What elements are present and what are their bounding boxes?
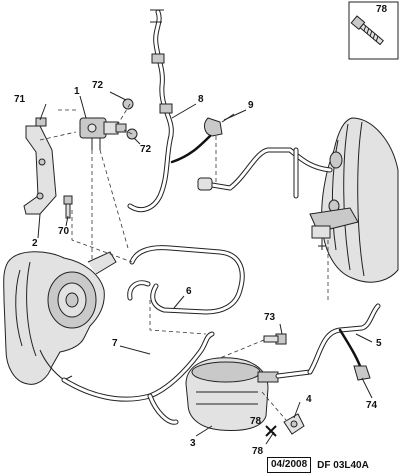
- pipe-5: [307, 303, 381, 375]
- callout-73: 73: [264, 312, 276, 323]
- callout-72-upper: 72: [92, 80, 104, 91]
- bolt-icon: [350, 15, 384, 46]
- callout-74: 74: [366, 400, 378, 411]
- callout-6: 6: [186, 286, 192, 297]
- clamp-9: [170, 113, 235, 164]
- inset-bolt-78: 78: [348, 1, 399, 60]
- booster-vacuum-pipe: [197, 147, 333, 199]
- nut-72-upper: [122, 98, 134, 110]
- cross-marker: [265, 425, 277, 437]
- callout-78-cross: 78: [250, 416, 262, 427]
- callout-5: 5: [376, 338, 382, 349]
- callout-78-lower: 78: [252, 446, 264, 457]
- callout-9: 9: [248, 100, 254, 111]
- callout-4: 4: [306, 394, 312, 405]
- bolt-73: [263, 333, 287, 345]
- callout-7: 7: [112, 338, 118, 349]
- inset-label: 78: [376, 4, 388, 15]
- callout-2: 2: [32, 238, 38, 249]
- brake-booster: [309, 117, 399, 283]
- bolt-71: [35, 117, 47, 127]
- clip-74: [353, 365, 371, 381]
- bracket-4: [283, 413, 305, 435]
- callout-8: 8: [198, 94, 204, 105]
- reference-code: DF 03L40A: [317, 459, 369, 471]
- callout-70: 70: [58, 226, 70, 237]
- solenoid-valve-1: [79, 117, 127, 150]
- hose-8: [127, 9, 174, 213]
- turbocharger: [3, 251, 117, 385]
- callout-3: 3: [190, 438, 196, 449]
- pipe-7: [61, 331, 215, 425]
- callouts: 1 2 3 4 5 6 7 8 9 70 71 72 72 73 74 78 7…: [14, 80, 382, 457]
- bracket-2: [23, 125, 57, 215]
- reference-footer: 04/2008 DF 03L40A: [267, 457, 369, 473]
- vacuum-reservoir-3: [185, 357, 313, 431]
- callout-72-lower: 72: [140, 144, 152, 155]
- alignment-lines: [39, 103, 329, 421]
- date-label: 04/2008: [267, 457, 312, 473]
- leader-lines: [37, 91, 373, 445]
- bolt-70: [63, 195, 73, 219]
- pipe-6: [127, 245, 245, 315]
- callout-71: 71: [14, 94, 26, 105]
- callout-1: 1: [74, 86, 80, 97]
